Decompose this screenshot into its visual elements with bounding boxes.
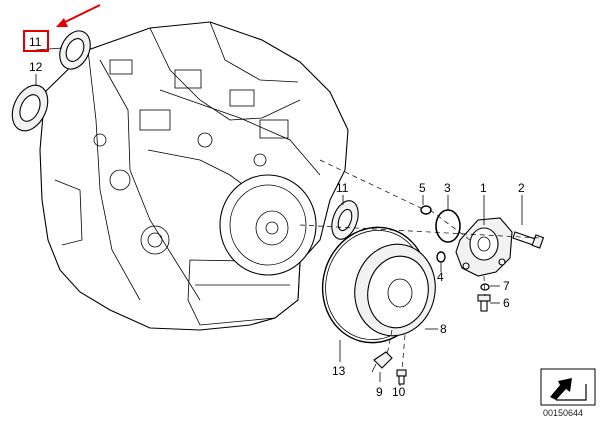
label-6: 6 [503,296,510,310]
clip-9 [371,351,393,373]
seal-ring-11-mid [331,200,359,240]
o-ring-4 [436,251,446,263]
bolt-10 [396,369,407,385]
label-2: 2 [518,181,525,195]
label-1: 1 [480,181,487,195]
part-1-housing [455,217,513,277]
screw-6 [477,294,491,312]
label-10: 10 [392,385,406,399]
label-8: 8 [440,322,447,336]
highlight-marker [23,4,101,52]
reference-number: 00150644 [543,408,583,418]
transmission-housing [39,21,349,331]
seal-ring-11-top [59,30,91,70]
bolt-2 [512,231,545,249]
label-9: 9 [376,385,383,399]
o-ring-3 [435,209,461,243]
cover-8 [354,243,436,337]
orientation-arrow-icon [540,368,596,406]
label-13: 13 [332,364,346,378]
assembly-lines [299,159,541,371]
label-11-mid: 11 [336,181,349,195]
label-5: 5 [419,181,426,195]
label-7: 7 [503,279,510,293]
label-3: 3 [444,181,451,195]
ring-7 [480,283,490,291]
label-4: 4 [437,270,444,284]
ring-5 [420,205,432,215]
seal-ring-12 [11,84,49,132]
label-11-top: 11 [29,35,42,49]
label-12: 12 [29,60,43,74]
